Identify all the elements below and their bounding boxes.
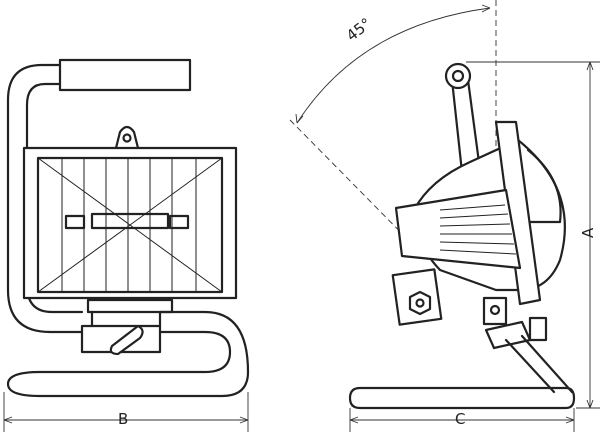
dimension-a-line xyxy=(586,61,594,409)
dimension-c-label: C xyxy=(455,410,465,428)
eyelet-hole xyxy=(122,133,132,143)
side-view: 45° A C xyxy=(289,0,600,432)
dimension-a-label: A xyxy=(579,227,597,238)
dimension-b-label: B xyxy=(118,410,128,428)
tilt-arc-arrows xyxy=(295,4,491,124)
tilt-arc xyxy=(296,7,491,124)
bottom-flange xyxy=(86,298,174,314)
side-base-tube xyxy=(348,386,576,410)
reflector-ribs xyxy=(439,204,517,255)
pivot-top xyxy=(444,62,472,90)
halogen-tube xyxy=(90,212,170,230)
housing-cap xyxy=(518,148,562,224)
tilt-angle-label: 45° xyxy=(343,14,375,45)
wing-screw xyxy=(528,316,548,342)
front-view: B xyxy=(3,58,250,432)
stand-leg xyxy=(504,334,574,394)
adjusting-nut xyxy=(408,290,432,316)
tilt-reference-line xyxy=(289,119,431,263)
wing-nut xyxy=(109,324,144,356)
dimension-c-line xyxy=(349,408,575,432)
clamp-screws xyxy=(90,310,162,328)
protective-grid xyxy=(37,157,223,293)
eyelet xyxy=(114,125,140,150)
front-glass xyxy=(36,156,224,294)
handle-grip xyxy=(58,58,192,92)
base-tube xyxy=(6,310,250,398)
stand-tube xyxy=(484,320,532,350)
dimension-a-extensions xyxy=(466,61,600,409)
lamp-socket-left xyxy=(64,214,86,230)
reflector-cone xyxy=(394,188,522,270)
adjusting-nut-hole xyxy=(415,298,425,308)
lower-bracket xyxy=(482,296,508,326)
lower-bracket-screw xyxy=(489,304,501,316)
pivot-top-hole xyxy=(451,69,465,83)
dimension-b-line xyxy=(3,392,249,432)
lamp-socket-right xyxy=(168,214,190,230)
